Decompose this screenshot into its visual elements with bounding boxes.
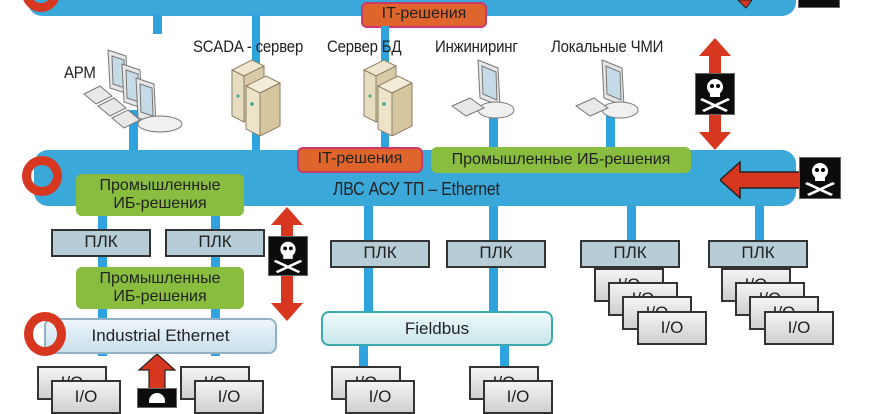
top-threat-arrow-icon [737, 0, 753, 9]
lan-it-solutions-badge: IT-решения [297, 147, 423, 173]
lan-label: ЛВС АСУ ТП – Ethernet [333, 179, 500, 199]
engineering-workstation-icon [450, 59, 515, 119]
connector [755, 206, 764, 242]
io-module: I/O [51, 380, 121, 414]
lan-ring-icon [22, 156, 62, 196]
left-ib-badge-bottom-line2: ИБ-решения [113, 288, 207, 305]
left-ib-solutions-badge-top: Промышленные ИБ-решения [76, 174, 244, 216]
connector [627, 206, 636, 242]
connector [359, 346, 368, 368]
workstation-cluster-icon [83, 49, 183, 133]
left-threat-skull-icon [268, 236, 308, 276]
node-label-db: Сервер БД [327, 37, 402, 56]
connector [153, 14, 162, 34]
threat-skull-icon [695, 73, 735, 115]
connector [606, 105, 615, 157]
scada-server-icon [230, 59, 282, 136]
plc-right-1: ПЛК [580, 240, 680, 268]
top-it-solutions-badge: IT-решения [361, 2, 487, 28]
fieldbus-bus: Fieldbus [321, 311, 553, 346]
hmi-workstation-icon [574, 59, 639, 119]
left-ib-badge-bottom-line1: Промышленные [99, 270, 221, 287]
node-label-arm: АРМ [64, 63, 96, 82]
left-ib-badge-top-line1: Промышленные [99, 177, 221, 194]
io-module: I/O [194, 380, 264, 414]
connector [489, 105, 498, 157]
db-server-icon [362, 59, 414, 136]
node-label-engineering: Инжиниринг [435, 37, 518, 56]
plc-middle-2: ПЛК [446, 240, 546, 268]
bottom-threat-skull-icon [137, 388, 177, 408]
lan-threat-skull-icon [799, 157, 841, 199]
plc-right-2: ПЛК [708, 240, 808, 268]
bottom-threat-arrow-icon [137, 354, 177, 390]
io-module: I/O [637, 311, 707, 345]
plc-left-2: ПЛК [165, 229, 265, 257]
io-module: I/O [764, 311, 834, 345]
left-ib-badge-top-line2: ИБ-решения [113, 195, 207, 212]
plc-left-1: ПЛК [51, 229, 151, 257]
left-ib-solutions-badge-bottom: Промышленные ИБ-решения [76, 267, 244, 309]
node-label-hmi: Локальные ЧМИ [551, 37, 664, 56]
io-module: I/O [345, 380, 415, 414]
lan-threat-arrow-icon [720, 160, 800, 200]
fieldbus-label: Fieldbus [404, 319, 470, 338]
plc-middle-1: ПЛК [330, 240, 430, 268]
lan-ib-solutions-badge: Промышленные ИБ-решения [431, 147, 691, 173]
industrial-ethernet-label: Industrial Ethernet [91, 326, 230, 345]
connector [500, 346, 509, 368]
industrial-ethernet-bus: Industrial Ethernet [44, 318, 277, 354]
connector [129, 110, 138, 158]
top-threat-skull-icon [798, 0, 840, 8]
industrial-ethernet-ring-icon [24, 312, 66, 356]
io-module: I/O [483, 380, 553, 414]
node-label-scada: SCADA - сервер [193, 37, 304, 56]
